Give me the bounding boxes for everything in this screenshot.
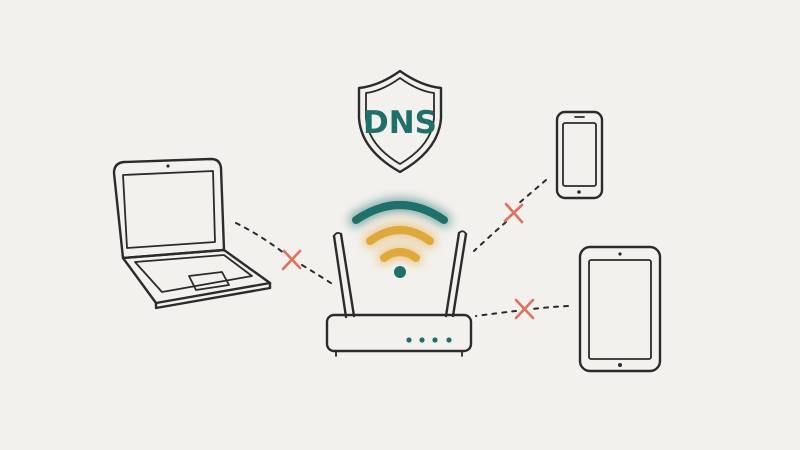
blocked-x-icon	[514, 298, 535, 320]
router-antenna-left	[332, 231, 356, 319]
laptop	[112, 157, 272, 310]
tablet	[578, 245, 662, 373]
link-laptop-router	[235, 222, 335, 286]
phone	[555, 110, 604, 200]
link-phone-router	[473, 179, 547, 252]
router-antenna-right	[444, 230, 468, 318]
router	[325, 230, 473, 357]
dns-label: DNS	[363, 105, 437, 141]
shield-icon	[357, 69, 443, 174]
dns-shield: DNS	[357, 69, 443, 174]
router-status-leds	[406, 337, 452, 343]
blocked-x-icon	[503, 202, 524, 224]
blocked-x-icon	[281, 249, 302, 271]
link-tablet-router	[475, 298, 569, 320]
wifi-icon	[349, 198, 451, 278]
